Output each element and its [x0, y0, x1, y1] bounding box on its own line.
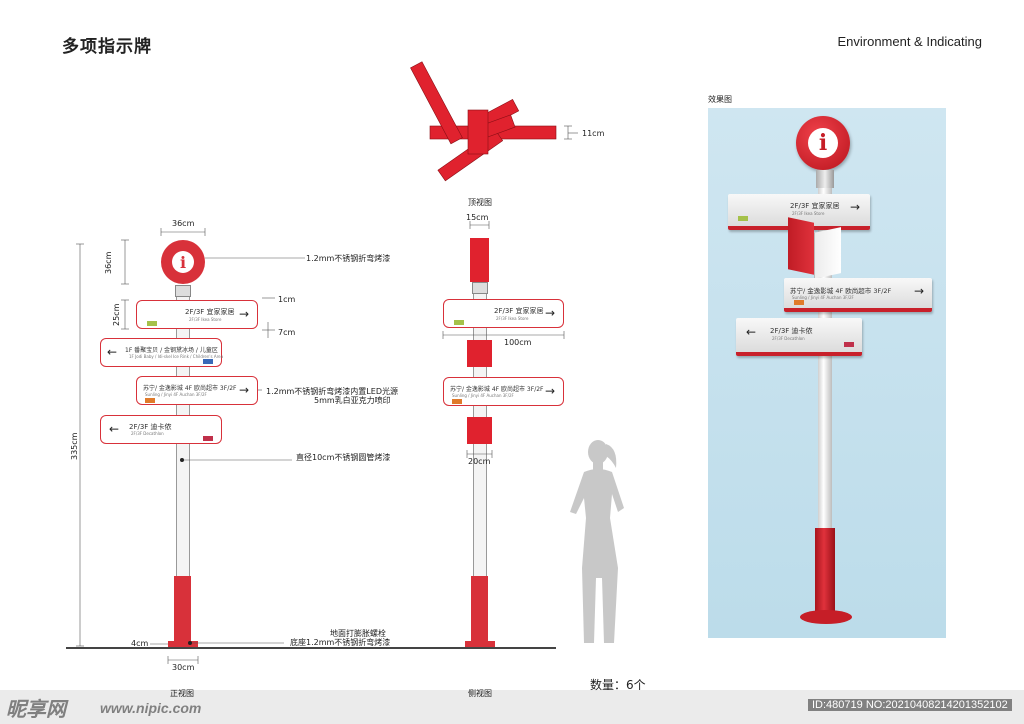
sign-subtext: 2F/3F Decathlon — [131, 431, 164, 436]
dim-base-4: 4cm — [131, 639, 149, 648]
render-collar — [816, 170, 834, 188]
info-icon: i — [172, 251, 194, 273]
dim-gap-7: 7cm — [278, 328, 296, 337]
render-sign-decathlon: ← 2F/3F 迪卡侬 2F/3F Decathlon — [736, 318, 862, 356]
floor-tag — [454, 320, 464, 325]
dim-side-100: 100cm — [504, 338, 532, 347]
sign-text: 苏宁/ 金逸影城 4F 欧尚超市 3F/2F — [790, 287, 892, 295]
collar — [175, 285, 191, 297]
watermark-logo: 昵享网 — [6, 697, 66, 721]
arrow-right-icon: → — [544, 306, 555, 320]
dim-gap-1: 1cm — [278, 295, 296, 304]
sign-subtext: 2F/3F Ikea Store — [792, 211, 825, 216]
annotation-pole-material: 直径10cm不锈钢圆管烤漆 — [296, 453, 391, 462]
sign-subtext: 2F/3F Ikea Store — [496, 316, 529, 321]
side-view-label: 侧视图 — [468, 689, 492, 698]
sign-subtext: Sunling / Jinyi 4F Auchan 3F/2F — [792, 295, 854, 300]
dim-top-11: 11cm — [582, 129, 605, 138]
floor-tag — [145, 398, 155, 403]
page-subtitle: Environment & Indicating — [837, 34, 982, 49]
arrow-right-icon: → — [238, 307, 249, 321]
front-sign-ikea: 2F/3F 宜家家居 2F/3F Ikea Store → — [136, 300, 258, 329]
dim-width-36: 36cm — [172, 219, 195, 228]
annotation-led-line2: 5mm乳白亚克力喷印 — [314, 396, 391, 405]
info-icon: i — [808, 128, 838, 158]
side-collar — [472, 282, 488, 294]
arrow-right-icon: → — [544, 384, 555, 398]
front-base-plate — [168, 641, 198, 647]
annotation-led-line1: 1.2mm不锈钢折弯烤漆内置LED光源 — [266, 387, 398, 396]
front-sign-decathlon: ← 2F/3F 迪卡侬 2F/3F Decathlon — [100, 415, 222, 444]
arrow-right-icon: → — [849, 200, 860, 214]
arrow-left-icon: ← — [746, 325, 757, 339]
annotation-base-line1: 地面打膨胀螺栓 — [330, 629, 386, 638]
front-view-label: 正视图 — [170, 689, 194, 698]
arrow-right-icon: → — [913, 284, 924, 298]
side-base-plate — [465, 641, 495, 647]
floor-tag — [738, 216, 748, 221]
effect-render: i 2F/3F 宜家家居 2F/3F Ikea Store → 苏宁/ 金逸影城… — [708, 108, 946, 638]
sign-subtext: 1F Jodi Baby / Idi-skel Ice Rink / Child… — [129, 354, 224, 359]
front-pole-base — [174, 576, 191, 644]
render-sign-kids — [814, 227, 841, 279]
annotation-panel-material: 1.2mm不锈钢折弯烤漆 — [306, 254, 391, 263]
page-title: 多项指示牌 — [62, 37, 152, 57]
sign-subtext: 2F/3F Decathlon — [772, 336, 805, 341]
arrow-right-icon: → — [238, 383, 249, 397]
sign-subtext: Sunling / Jinyi 4F Auchan 3F/2F — [452, 393, 514, 398]
render-sign-cinema: 苏宁/ 金逸影城 4F 欧尚超市 3F/2F Sunling / Jinyi 4… — [784, 278, 932, 312]
side-red-block-2 — [467, 417, 492, 444]
floor-tag — [203, 359, 213, 364]
arrow-left-icon: ← — [109, 422, 120, 436]
side-sign-ikea: 2F/3F 宜家家居 2F/3F Ikea Store → — [443, 299, 564, 328]
top-arm-diag-1 — [410, 61, 463, 145]
sign-subtext: Sunling / Jinyi 4F Auchan 3F/2F — [145, 392, 207, 397]
front-sign-kids: ← 1F 番聚宝贝 / 金钢黛冰场 / 儿童区 1F Jodi Baby / I… — [100, 338, 224, 367]
side-red-block-1 — [467, 340, 492, 367]
ground-line — [66, 647, 556, 649]
dim-height-25: 25cm — [112, 303, 121, 326]
annotation-base-line2: 底座1.2mm不锈钢折弯烤漆 — [290, 638, 391, 647]
floor-tag — [844, 342, 854, 347]
top-view-label: 顶视图 — [468, 198, 492, 207]
sign-text: 2F/3F 迪卡侬 — [770, 327, 813, 335]
sign-text: 1F 番聚宝贝 / 金钢黛冰场 / 儿童区 — [125, 347, 218, 354]
watermark-id: ID:480719 NO:20210408214201352102 — [808, 699, 1012, 711]
sign-subtext: 2F/3F Ikea Store — [189, 317, 222, 322]
side-pole-base — [471, 576, 488, 644]
side-dimension-lines — [442, 221, 565, 458]
sign-text: 苏宁/ 金逸影城 4F 欧尚超市 3F/2F — [450, 386, 544, 393]
quantity-label: 数量：6个 — [590, 678, 646, 692]
render-base-plate — [800, 610, 852, 624]
watermark-bar — [0, 690, 1024, 724]
arrow-left-icon: ← — [107, 345, 118, 359]
sign-text: 苏宁/ 金逸影城 4F 欧尚超市 3F/2F — [143, 385, 237, 392]
preview-caption: 效果图 — [708, 95, 732, 104]
top-center-box — [467, 109, 489, 155]
dim-total-335: 335cm — [70, 432, 79, 460]
floor-tag — [794, 300, 804, 305]
sign-text: 2F/3F 宜家家居 — [494, 307, 544, 315]
dim-side-20: 20cm — [468, 457, 491, 466]
dim-height-36: 36cm — [104, 251, 113, 274]
human-silhouette — [570, 440, 624, 643]
sign-text: 2F/3F 宜家家居 — [790, 202, 840, 210]
floor-tag — [452, 399, 462, 404]
sign-text: 2F/3F 宜家家居 — [185, 308, 235, 316]
front-dimension-lines — [76, 228, 305, 664]
front-info-circle: i — [161, 240, 205, 284]
floor-tag — [203, 436, 213, 441]
top-view — [410, 61, 578, 182]
sign-text: 2F/3F 迪卡侬 — [129, 423, 172, 431]
dim-base-30: 30cm — [172, 663, 195, 672]
side-sign-cinema: 苏宁/ 金逸影城 4F 欧尚超市 3F/2F Sunling / Jinyi 4… — [443, 377, 564, 406]
render-sign-kids-edge — [788, 217, 814, 275]
render-pole-base — [815, 528, 835, 616]
render-info-disc: i — [796, 116, 850, 170]
front-sign-cinema: 苏宁/ 金逸影城 4F 欧尚超市 3F/2F Sunling / Jinyi 4… — [136, 376, 258, 405]
side-top-panel — [470, 238, 489, 282]
watermark-url: www.nipic.com — [100, 700, 202, 716]
floor-tag — [147, 321, 157, 326]
dim-side-15: 15cm — [466, 213, 489, 222]
